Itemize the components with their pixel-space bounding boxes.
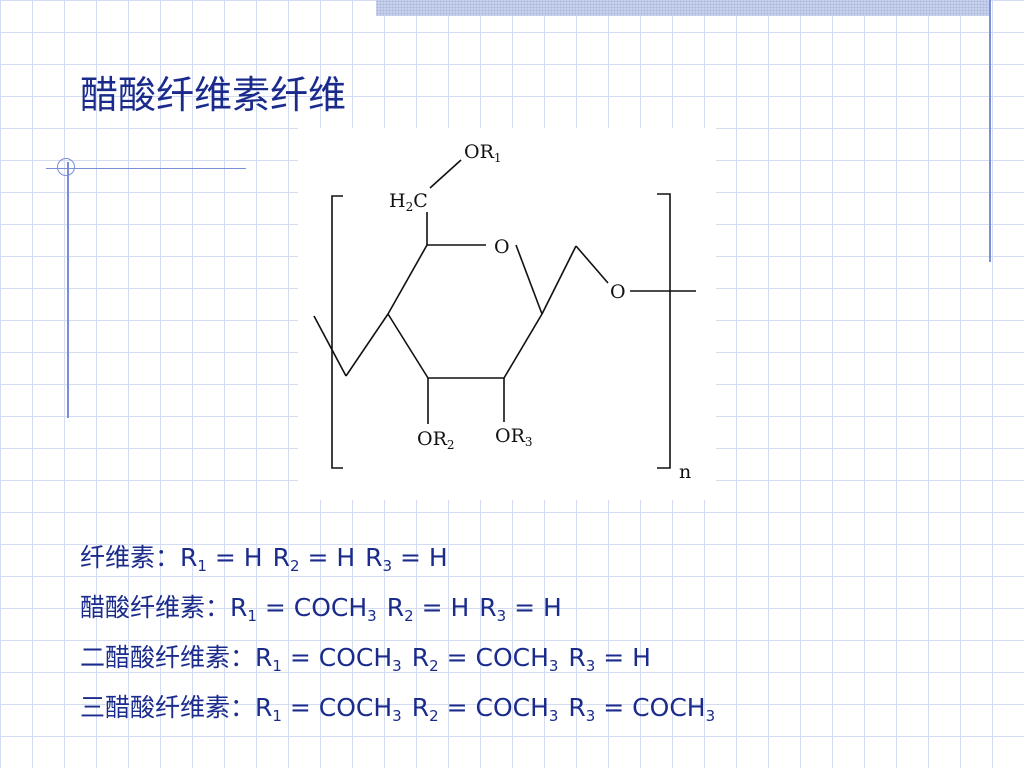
r3-value-subscript: 3 <box>705 707 716 725</box>
r1-value: = COCH <box>281 643 393 672</box>
left-horizontal-accent-line <box>46 168 246 169</box>
r3-symbol: R <box>568 643 586 672</box>
r3-subscript: 3 <box>585 657 596 675</box>
bond-c4-c5 <box>387 244 428 315</box>
r2-subscript: 2 <box>429 707 439 725</box>
r3-value: = H <box>506 593 562 622</box>
r2-symbol: R <box>411 643 430 672</box>
r2-value-subscript: 3 <box>548 707 559 725</box>
left-accent-line <box>67 162 69 418</box>
r1-subscript: 1 <box>247 607 257 625</box>
formula-name: 三醋酸纤维素： <box>80 693 256 722</box>
bond-chain-bridge-o <box>575 245 609 284</box>
left-bracket <box>331 195 343 469</box>
r1-symbol: R <box>255 693 273 722</box>
label-or3: OR3 <box>495 425 533 449</box>
r2-subscript: 2 <box>289 557 300 575</box>
r2-subscript: 2 <box>429 657 439 675</box>
formula-name: 二醋酸纤维素： <box>80 643 256 672</box>
structure-labels: OR1 H2C O O OR2 OR3 n <box>389 141 691 483</box>
label-ring-oxygen: O <box>494 236 510 258</box>
r3-value: = H <box>595 643 651 672</box>
r1-symbol: R <box>180 543 198 572</box>
top-decor-band <box>376 0 990 16</box>
r3-subscript: 3 <box>496 607 507 625</box>
formula-name: 纤维素： <box>80 543 181 572</box>
label-h2c: H2C <box>389 190 428 214</box>
bond-c4-chain <box>345 313 389 377</box>
label-bridge-oxygen: O <box>610 281 626 303</box>
cellulose-structure-diagram: OR1 H2C O O OR2 OR3 n <box>313 141 696 483</box>
r2-value: = COCH <box>438 693 549 722</box>
bond-c3-c4 <box>387 313 429 379</box>
r1-value-subscript: 3 <box>367 607 377 625</box>
r2-value: = COCH <box>438 643 549 672</box>
formula-name: 醋酸纤维素： <box>80 593 231 622</box>
right-bracket <box>657 193 671 469</box>
label-or1: OR1 <box>464 141 502 165</box>
bond-ch2-or1 <box>429 159 462 189</box>
r1-value-subscript: 3 <box>392 657 402 675</box>
label-repeat-n: n <box>679 461 691 483</box>
r1-value-subscript: 3 <box>392 707 402 725</box>
bond-ring-o-c1 <box>515 244 543 315</box>
r3-value: = COCH <box>595 693 706 722</box>
r3-symbol: R <box>479 593 497 622</box>
structure-bonds <box>313 159 696 469</box>
r3-symbol: R <box>365 543 383 572</box>
r1-subscript: 1 <box>272 657 282 675</box>
bond-c1-chain <box>541 245 577 315</box>
r2-value: = H <box>413 593 470 622</box>
bond-c1-c2 <box>503 313 543 379</box>
bond-chain-left <box>313 315 347 377</box>
r2-symbol: R <box>411 693 430 722</box>
r1-symbol: R <box>255 643 273 672</box>
r2-symbol: R <box>386 593 405 622</box>
r3-subscript: 3 <box>585 707 596 725</box>
circle-ornament-icon <box>57 158 75 176</box>
label-or2: OR2 <box>417 428 455 452</box>
structure-diagram-panel: OR1 H2C O O OR2 OR3 n <box>298 128 716 500</box>
r1-subscript: 1 <box>272 707 282 725</box>
r1-subscript: 1 <box>197 557 207 575</box>
r2-value-subscript: 3 <box>548 657 559 675</box>
r3-value: = H <box>392 543 448 572</box>
r2-value: = H <box>299 543 356 572</box>
r2-subscript: 2 <box>404 607 414 625</box>
r1-symbol: R <box>230 593 248 622</box>
r3-symbol: R <box>568 693 586 722</box>
r1-value: = COCH <box>281 693 393 722</box>
r1-value: = H <box>206 543 263 572</box>
slide-title: 醋酸纤维素纤维 <box>80 73 347 117</box>
r1-value: = COCH <box>256 593 368 622</box>
right-accent-line <box>989 0 991 262</box>
r2-symbol: R <box>272 543 290 572</box>
r3-subscript: 3 <box>382 557 393 575</box>
